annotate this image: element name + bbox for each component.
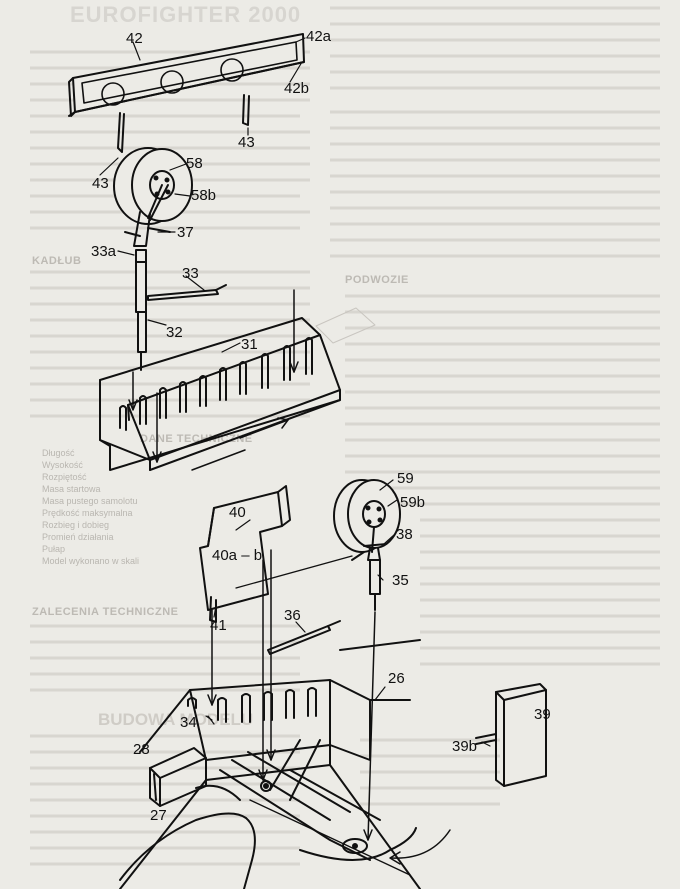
part-33-rod bbox=[147, 284, 227, 301]
label-33a: 33a bbox=[91, 243, 117, 260]
part-39-door bbox=[475, 683, 547, 787]
label-39: 39 bbox=[534, 706, 551, 723]
label-37: 37 bbox=[177, 224, 194, 241]
spec-label: Rozbieg i dobieg bbox=[42, 520, 110, 530]
spec-label: Masa pustego samolotu bbox=[42, 496, 138, 506]
spec-label: Promień działania bbox=[42, 532, 114, 542]
label-43-right: 43 bbox=[238, 134, 255, 151]
label-42: 42 bbox=[126, 30, 143, 47]
part-43-hinges bbox=[117, 94, 250, 153]
label-35: 35 bbox=[392, 572, 409, 589]
label-27: 27 bbox=[150, 807, 167, 824]
spec-label: Prędkość maksymalna bbox=[42, 508, 133, 518]
heading-fuselage: KADŁUB bbox=[32, 255, 82, 267]
part-59-wheel bbox=[333, 479, 401, 553]
label-58: 58 bbox=[186, 155, 203, 172]
label-58b: 58b bbox=[191, 187, 217, 204]
spec-label: Masa startowa bbox=[42, 484, 101, 494]
part-32-strut bbox=[135, 249, 147, 371]
label-42b: 42b bbox=[284, 80, 310, 97]
label-38: 38 bbox=[396, 526, 413, 543]
heading-undercarriage: PODWOZIE bbox=[345, 274, 409, 286]
spec-label: Wysokość bbox=[42, 460, 83, 470]
label-40: 40 bbox=[229, 504, 246, 521]
label-28: 28 bbox=[133, 741, 150, 758]
text-texture bbox=[30, 6, 660, 866]
part-42-door-panel bbox=[68, 33, 305, 117]
label-59b: 59b bbox=[400, 494, 426, 511]
part-37-fork bbox=[124, 211, 171, 247]
spec-label: Rozpiętość bbox=[42, 472, 87, 482]
heading-tech: ZALECENIA TECHNICZNE bbox=[32, 606, 179, 618]
spec-label: Długość bbox=[42, 448, 75, 458]
spec-label: Model wykonano w skali bbox=[42, 556, 140, 566]
label-33: 33 bbox=[182, 265, 199, 282]
part-28-block bbox=[149, 747, 207, 807]
label-59: 59 bbox=[397, 470, 414, 487]
part-31-wheel-well bbox=[99, 317, 341, 471]
part-27-nose-well bbox=[119, 639, 421, 889]
label-34: 34 bbox=[180, 714, 197, 731]
label-32: 32 bbox=[166, 324, 183, 341]
part-58-wheel bbox=[113, 147, 193, 225]
label-41: 41 bbox=[210, 617, 227, 634]
spec-label: Pułap bbox=[42, 544, 66, 554]
label-42a: 42a bbox=[306, 28, 332, 45]
label-36: 36 bbox=[284, 607, 301, 624]
label-31: 31 bbox=[241, 336, 258, 353]
label-43-left: 43 bbox=[92, 175, 109, 192]
label-40a-b: 40a – b bbox=[212, 547, 263, 564]
article-title: EUROFIGHTER 2000 bbox=[70, 2, 302, 27]
label-26: 26 bbox=[388, 670, 405, 687]
label-39b: 39b bbox=[452, 738, 478, 755]
assembly-arrows bbox=[128, 289, 299, 471]
part-36-rod bbox=[267, 620, 341, 655]
